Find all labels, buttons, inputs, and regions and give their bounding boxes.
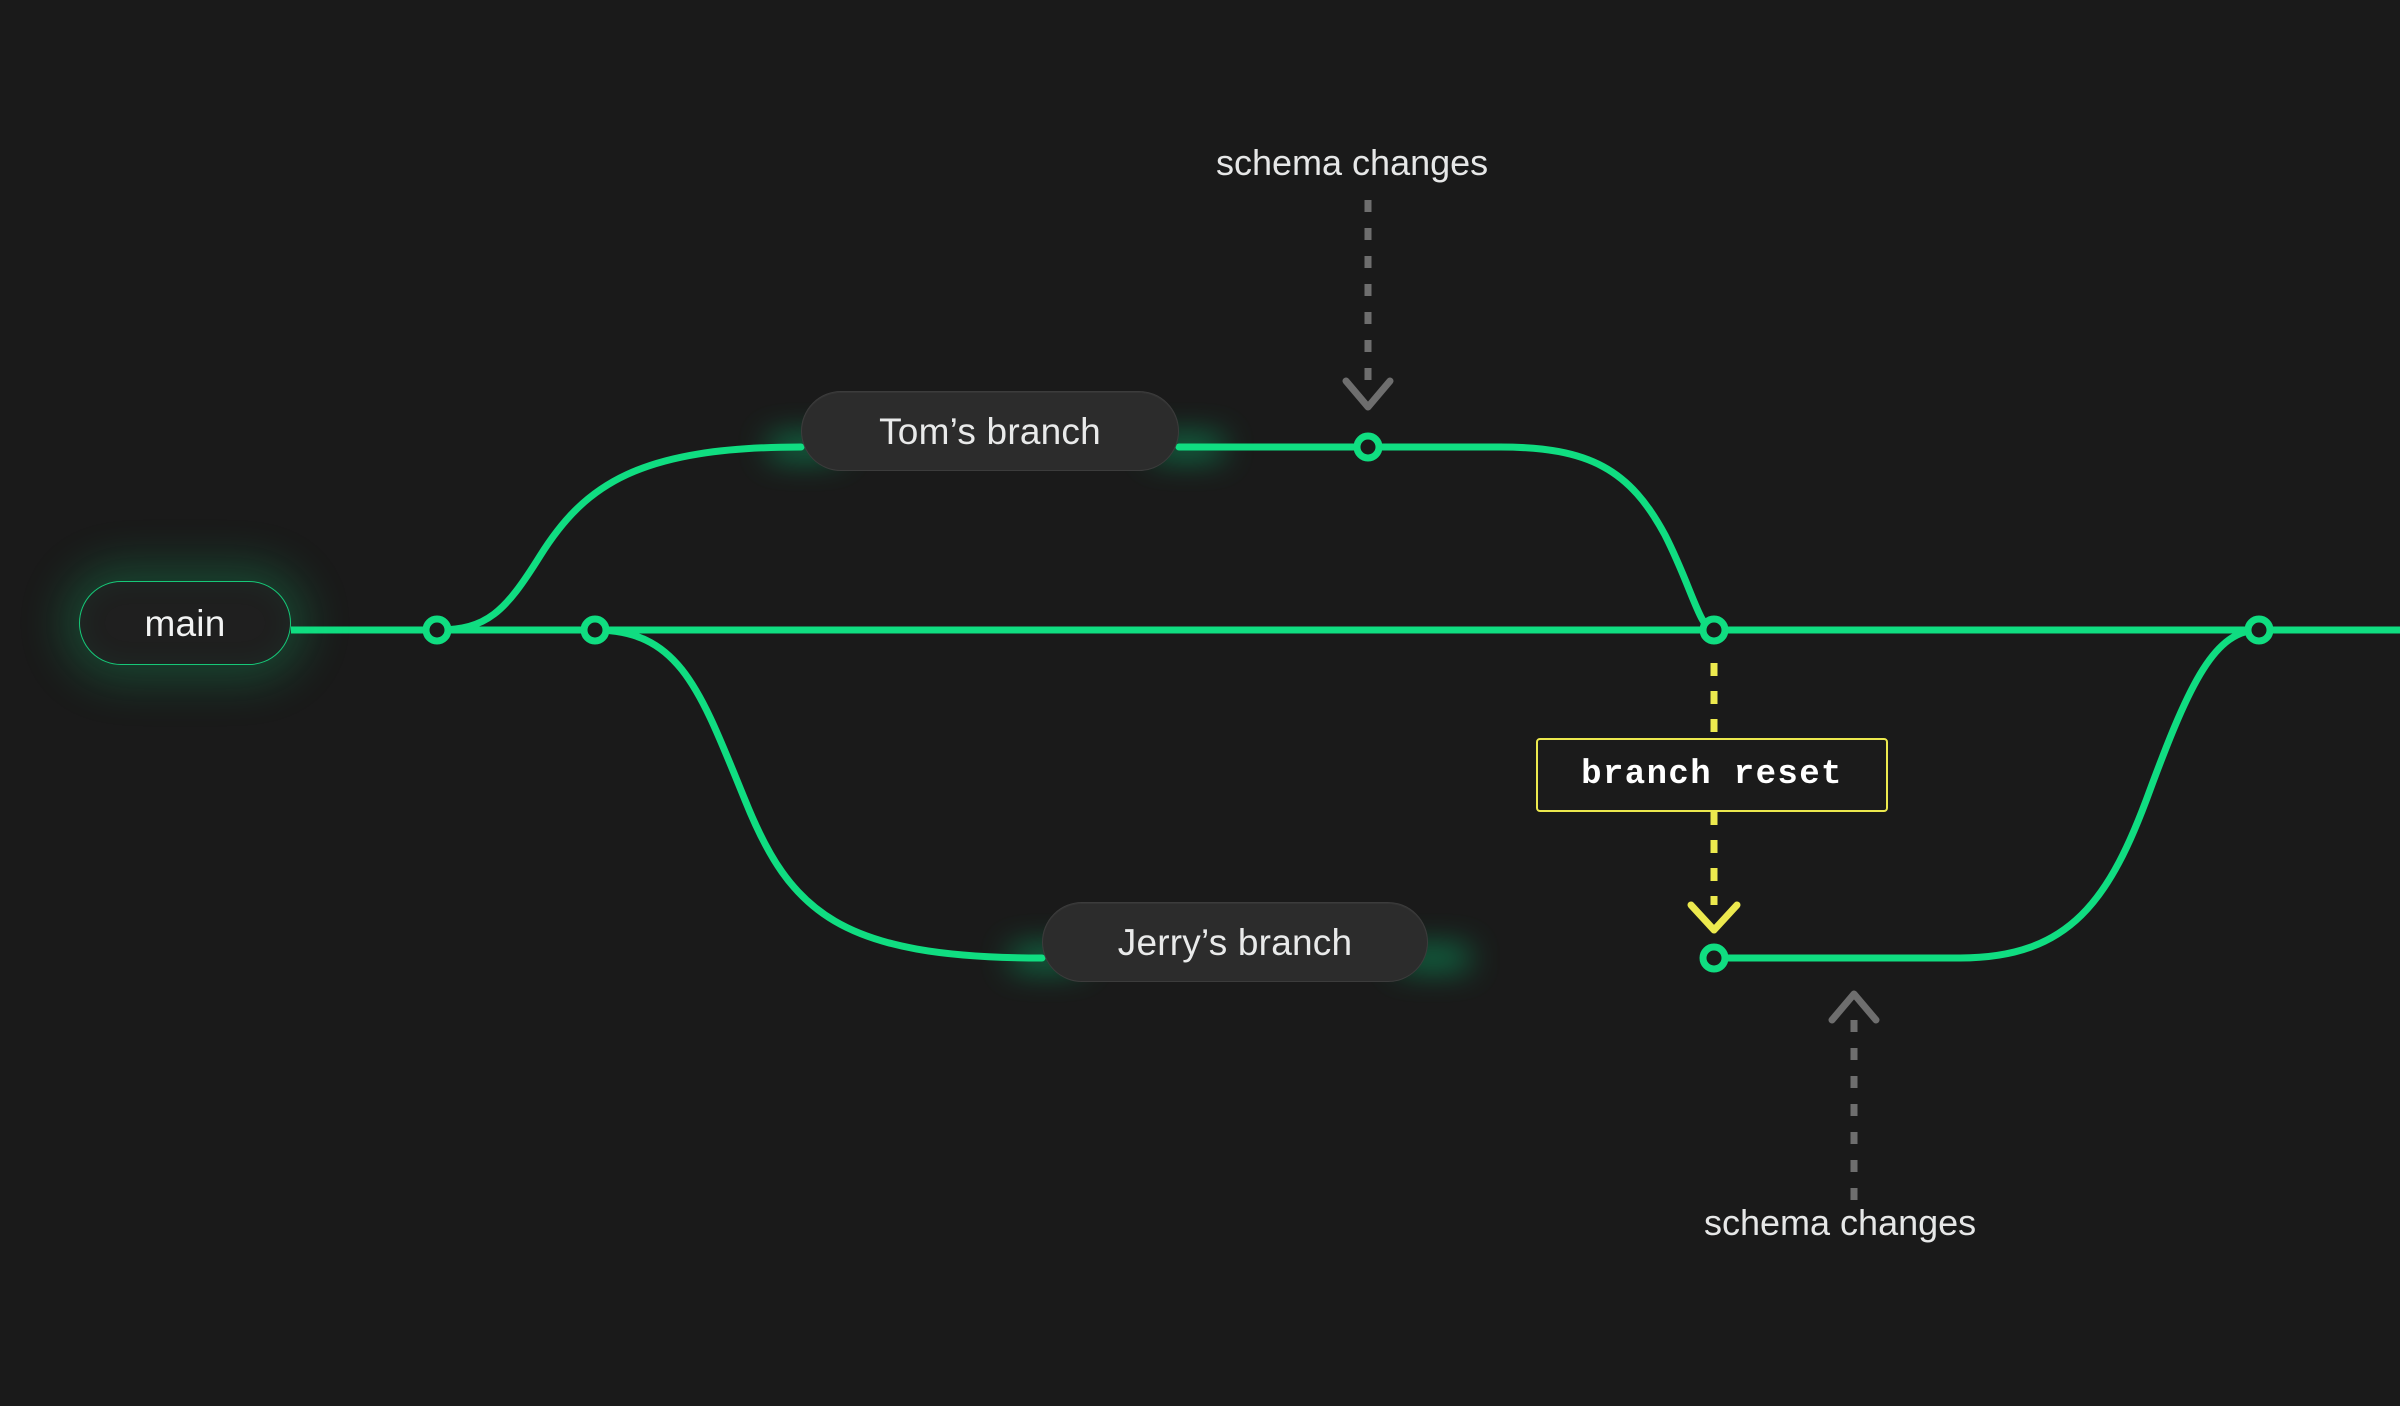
annotation-arrow-up-icon	[1828, 990, 1880, 1024]
annotation-arrow-down-icon	[1342, 377, 1394, 411]
branch-pill-jerry[interactable]: Jerry’s branch	[1042, 902, 1428, 982]
branch-pill-tom[interactable]: Tom’s branch	[801, 391, 1179, 471]
commit-node-main-fork-jerry	[580, 615, 610, 645]
commit-node-main-fork-tom	[422, 615, 452, 645]
branch-pill-tom-label: Tom’s branch	[879, 410, 1101, 452]
annotation-label-schema-changes-bottom: schema changes	[1704, 1202, 1977, 1243]
commit-node-main-merge-tom	[1699, 615, 1729, 645]
branch-pill-main[interactable]: main	[79, 581, 291, 665]
commit-node-tom-commit	[1353, 432, 1383, 462]
branch-reset-label: branch reset	[1581, 756, 1843, 794]
commit-node-jerry-reset	[1699, 943, 1729, 973]
branch-reset-callout[interactable]: branch reset	[1536, 738, 1888, 812]
branch-reset-arrowhead-icon	[1687, 901, 1741, 934]
branch-line-jerry-merge	[1710, 626, 2263, 962]
branch-line-jerry-fork	[591, 626, 1046, 962]
commit-node-main-merge-jerry	[2244, 615, 2274, 645]
branch-pill-jerry-label: Jerry’s branch	[1117, 921, 1353, 963]
branch-line-tom-fork	[433, 443, 805, 634]
branch-line-tom-merge	[1175, 443, 1718, 634]
branch-pill-main-label: main	[144, 602, 226, 644]
annotation-label-schema-changes-top: schema changes	[1216, 142, 1489, 183]
